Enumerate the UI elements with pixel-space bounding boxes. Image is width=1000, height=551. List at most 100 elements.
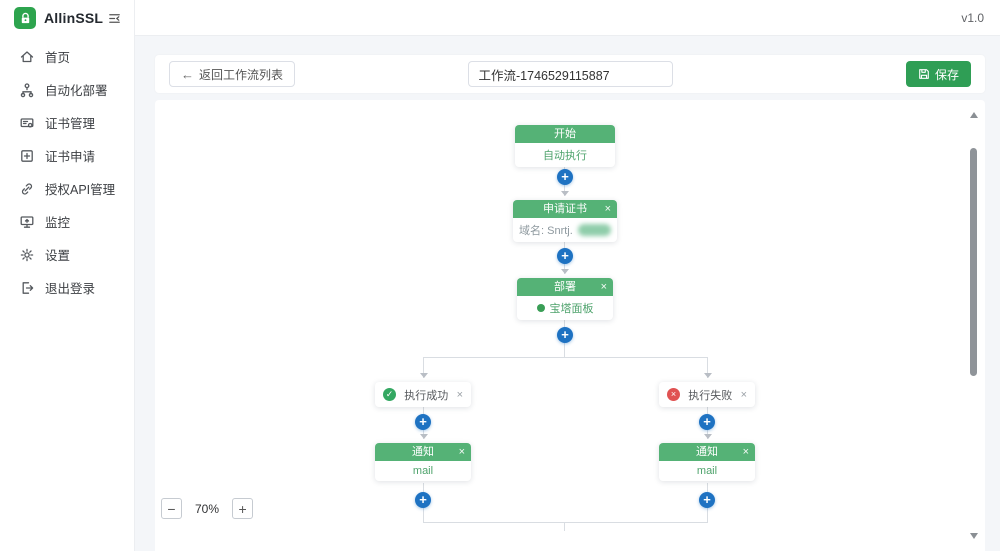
sidebar-item-monitor[interactable]: 监控 — [0, 205, 134, 238]
sidebar-item-label: 首页 — [45, 51, 71, 65]
save-button[interactable]: 保存 — [905, 61, 971, 87]
arrow-down-icon — [704, 373, 712, 378]
node-title: 开始 — [554, 128, 576, 140]
node-title: 部署 — [554, 281, 576, 293]
certificate-apply-icon — [19, 148, 35, 164]
save-button-label: 保存 — [934, 67, 959, 82]
close-icon[interactable]: × — [600, 281, 607, 293]
api-auth-icon — [19, 181, 35, 197]
top-header: v1.0 — [135, 0, 1000, 36]
connector-line — [423, 357, 424, 378]
redacted-domain — [577, 224, 611, 236]
baota-panel-icon — [536, 304, 545, 312]
zoom-in-button[interactable]: + — [232, 498, 254, 519]
toolbar-right: 保存 — [673, 61, 971, 87]
provider-label: 宝塔面板 — [549, 303, 594, 315]
close-icon[interactable]: × — [458, 446, 465, 458]
workflow-canvas[interactable]: + + + + + + + 开始 自动执行 — [155, 100, 985, 551]
toolbar-left: ← 返回工作流列表 — [169, 61, 468, 87]
save-icon — [918, 68, 930, 80]
certificate-manage-icon — [19, 115, 35, 131]
sidebar-item-cert-apply[interactable]: 证书申请 — [0, 139, 134, 172]
arrow-down-icon — [561, 191, 569, 196]
sidebar-item-label: 监控 — [45, 216, 71, 230]
back-button-label: 返回工作流列表 — [199, 67, 284, 82]
add-node-button[interactable]: + — [699, 492, 715, 508]
node-start-body: 自动执行 — [515, 143, 615, 167]
add-node-button[interactable]: + — [415, 414, 431, 430]
success-check-icon: ✓ — [383, 388, 396, 401]
sidebar-item-home[interactable]: 首页 — [0, 40, 134, 73]
node-notify-body: mail — [659, 461, 755, 481]
app-version: v1.0 — [961, 10, 984, 25]
node-title: 通知 — [696, 446, 718, 458]
node-apply-cert-header: 申请证书 × — [513, 200, 617, 218]
branch-split-line — [423, 357, 708, 358]
logo-row: AllinSSL — [0, 0, 134, 36]
zoom-controls: − 70% + — [161, 498, 254, 519]
node-deploy[interactable]: 部署 × 宝塔面板 — [517, 278, 613, 320]
sidebar-item-cert-manage[interactable]: 证书管理 — [0, 106, 134, 139]
add-node-button[interactable]: + — [557, 248, 573, 264]
node-deploy-header: 部署 × — [517, 278, 613, 296]
arrow-down-icon — [420, 434, 428, 439]
node-apply-cert[interactable]: 申请证书 × 域名: Snrtj. — [513, 200, 617, 242]
monitor-icon — [19, 214, 35, 230]
arrow-down-icon — [704, 434, 712, 439]
canvas-scrollbar — [968, 108, 980, 543]
scroll-up-icon[interactable] — [970, 112, 978, 118]
notify-channel: mail — [412, 465, 434, 477]
main-column: v1.0 ← 返回工作流列表 保存 — [135, 0, 1000, 551]
home-icon — [19, 49, 35, 65]
sidebar-item-logout[interactable]: 退出登录 — [0, 271, 134, 304]
node-notify-success[interactable]: 通知 × mail — [375, 443, 471, 481]
zoom-level: 70% — [195, 501, 220, 516]
branch-label: 执行成功 — [404, 389, 449, 402]
node-start[interactable]: 开始 自动执行 — [515, 125, 615, 167]
sidebar-item-label: 证书管理 — [45, 117, 96, 131]
add-node-button[interactable]: + — [699, 414, 715, 430]
fail-cross-icon: × — [667, 388, 680, 401]
close-icon[interactable]: × — [740, 388, 747, 401]
node-branch-fail[interactable]: × 执行失败 × — [659, 382, 755, 407]
node-body-text: 自动执行 — [543, 150, 587, 162]
connector-line — [564, 522, 565, 531]
sidebar-item-label: 授权API管理 — [45, 183, 116, 197]
node-apply-cert-body: 域名: Snrtj. — [513, 218, 617, 242]
arrow-down-icon — [420, 373, 428, 378]
app-name: AllinSSL — [44, 10, 104, 26]
node-deploy-body: 宝塔面板 — [517, 296, 613, 320]
add-node-button[interactable]: + — [557, 327, 573, 343]
add-node-button[interactable]: + — [415, 492, 431, 508]
arrow-down-icon — [561, 269, 569, 274]
zoom-out-button[interactable]: − — [161, 498, 182, 519]
branch-merge-line — [423, 522, 708, 523]
node-branch-success[interactable]: ✓ 执行成功 × — [375, 382, 471, 407]
node-notify-header: 通知 × — [659, 443, 755, 461]
node-notify-fail[interactable]: 通知 × mail — [659, 443, 755, 481]
close-icon[interactable]: × — [456, 388, 463, 401]
node-notify-header: 通知 × — [375, 443, 471, 461]
sidebar-item-api-auth[interactable]: 授权API管理 — [0, 172, 134, 205]
sidebar-collapse-icon[interactable] — [107, 11, 122, 26]
workflow-name-input[interactable] — [467, 61, 673, 87]
scroll-down-icon[interactable] — [970, 533, 978, 539]
sidebar-nav: 首页 自动化部署 证书管理 证书申请 授权API管理 监控 — [0, 36, 134, 304]
sidebar-item-settings[interactable]: 设置 — [0, 238, 134, 271]
close-icon[interactable]: × — [742, 446, 749, 458]
sidebar-item-label: 证书申请 — [45, 150, 96, 164]
scrollbar-thumb[interactable] — [970, 148, 977, 376]
sidebar: AllinSSL 首页 自动化部署 证书管理 证书申请 — [0, 0, 135, 551]
sidebar-item-automation[interactable]: 自动化部署 — [0, 73, 134, 106]
deploy-icon — [19, 82, 35, 98]
notify-channel: mail — [696, 465, 718, 477]
node-start-header: 开始 — [515, 125, 615, 143]
back-arrow-icon: ← — [181, 66, 194, 82]
back-to-workflow-list-button[interactable]: ← 返回工作流列表 — [169, 61, 296, 87]
close-icon[interactable]: × — [604, 203, 611, 215]
sidebar-item-label: 设置 — [45, 249, 71, 263]
node-notify-body: mail — [375, 461, 471, 481]
logout-icon — [19, 280, 35, 296]
add-node-button[interactable]: + — [557, 169, 573, 185]
